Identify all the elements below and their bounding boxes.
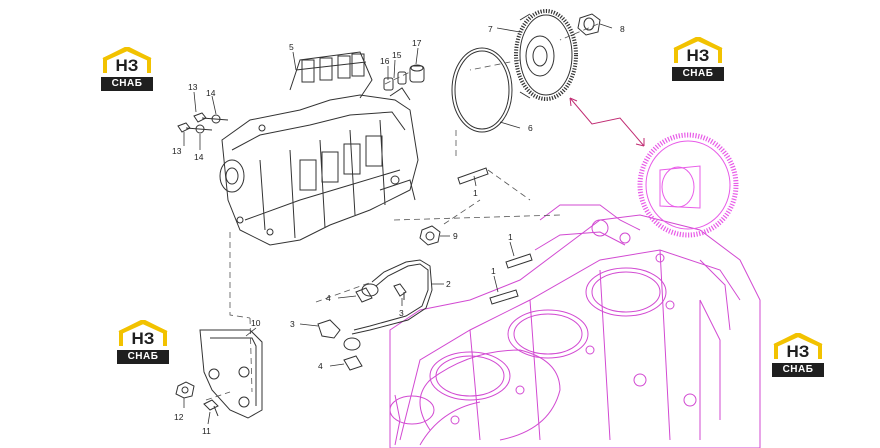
injection-pump bbox=[219, 51, 419, 246]
logo-word: СНАБ bbox=[772, 363, 824, 377]
timing-gear bbox=[514, 9, 578, 101]
callout-17: 17 bbox=[412, 38, 422, 48]
idler-gear-highlight bbox=[637, 132, 739, 238]
cylinder-bores bbox=[389, 219, 697, 425]
callout-2: 2 bbox=[446, 279, 451, 289]
callout-labels: 5 7 8 6 15 16 17 13 14 13 14 9 1 1 1 2 3… bbox=[172, 24, 625, 436]
oil-pipe bbox=[317, 259, 433, 371]
engine-block bbox=[389, 204, 761, 448]
callout-1-mid: 1 bbox=[508, 232, 513, 242]
logo-mark: НЗ bbox=[115, 56, 139, 75]
callout-7: 7 bbox=[488, 24, 493, 34]
callout-9: 9 bbox=[453, 231, 458, 241]
callout-4-lower: 4 bbox=[318, 361, 323, 371]
logo-watermark-top-right: НЗ СНАБ bbox=[672, 37, 724, 93]
callout-16: 16 bbox=[380, 56, 390, 66]
logo-word: СНАБ bbox=[101, 77, 153, 91]
callout-11: 11 bbox=[202, 426, 211, 436]
logo-word: СНАБ bbox=[117, 350, 169, 364]
pump-bolts bbox=[177, 112, 229, 134]
callout-12: 12 bbox=[174, 412, 184, 422]
callout-8: 8 bbox=[620, 24, 625, 34]
callout-3-left: 3 bbox=[290, 319, 295, 329]
callout-1-low: 1 bbox=[491, 266, 496, 276]
delivery-valve-fittings bbox=[383, 64, 425, 91]
gear-link-arrow bbox=[569, 97, 645, 147]
callout-10: 10 bbox=[251, 318, 261, 328]
logo-mark: НЗ bbox=[786, 342, 810, 361]
callout-14-top: 14 bbox=[206, 88, 216, 98]
callout-6: 6 bbox=[528, 123, 533, 133]
callout-13-bottom: 13 bbox=[172, 146, 182, 156]
leader-lines bbox=[183, 23, 613, 425]
studs bbox=[457, 167, 533, 305]
logo-watermark-top-left: НЗ СНАБ bbox=[101, 47, 153, 103]
callout-1-top: 1 bbox=[473, 188, 478, 198]
callout-13-top: 13 bbox=[188, 82, 198, 92]
pump-nut bbox=[419, 225, 441, 246]
callout-15: 15 bbox=[392, 50, 402, 60]
logo-mark: НЗ bbox=[686, 46, 710, 65]
o-ring bbox=[451, 47, 513, 133]
logo-watermark-bottom-left: НЗ СНАБ bbox=[117, 320, 169, 376]
callout-3-right: 3 bbox=[399, 308, 404, 318]
logo-word: СНАБ bbox=[672, 67, 724, 81]
callout-4-upper: 4 bbox=[326, 293, 331, 303]
callout-5: 5 bbox=[289, 42, 294, 52]
callout-14-bottom: 14 bbox=[194, 152, 204, 162]
bracket-fasteners bbox=[175, 381, 219, 417]
support-bracket bbox=[199, 329, 263, 419]
logo-watermark-bottom-right: НЗ СНАБ bbox=[772, 333, 824, 389]
logo-mark: НЗ bbox=[131, 329, 155, 348]
assembly-lines bbox=[205, 23, 599, 401]
gear-nut bbox=[577, 13, 601, 36]
